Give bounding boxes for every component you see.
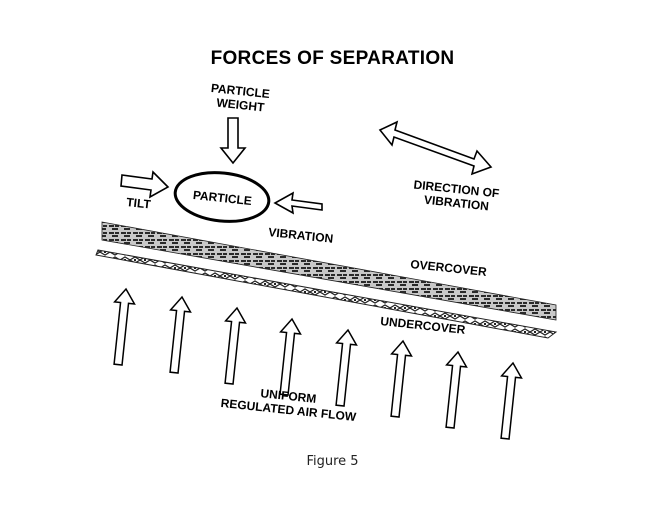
particle-weight-label-2: WEIGHT	[216, 96, 266, 115]
air-flow-arrow	[335, 328, 358, 407]
air-flow-arrows	[113, 287, 523, 440]
tilt-arrow	[120, 170, 170, 199]
air-flow-arrow	[445, 350, 468, 429]
particle-weight-label-1: PARTICLE	[210, 81, 270, 101]
direction-of-vibration-arrow	[378, 120, 493, 176]
particle-weight-arrow	[219, 117, 247, 165]
vibration-arrow	[273, 191, 323, 215]
tilt-label: TILT	[126, 195, 152, 212]
air-flow-arrow	[169, 295, 192, 374]
vibration-label: VIBRATION	[268, 225, 334, 246]
figure-caption: Figure 5	[306, 454, 359, 469]
diagram-title: FORCES OF SEPARATION	[210, 48, 455, 69]
air-flow-arrow	[224, 306, 247, 385]
overcover-label: OVERCOVER	[410, 257, 488, 279]
air-flow-arrow	[390, 339, 413, 418]
air-flow-arrow	[279, 317, 302, 396]
overcover-screen	[101, 221, 557, 321]
particle-label: PARTICLE	[192, 188, 252, 208]
particle	[173, 171, 271, 223]
air-flow-arrow	[113, 287, 136, 366]
air-flow-arrow	[500, 361, 523, 440]
direction-label-2: VIBRATION	[423, 193, 489, 214]
undercover-screen	[95, 249, 558, 339]
air-flow-label-1: UNIFORM	[260, 386, 317, 406]
